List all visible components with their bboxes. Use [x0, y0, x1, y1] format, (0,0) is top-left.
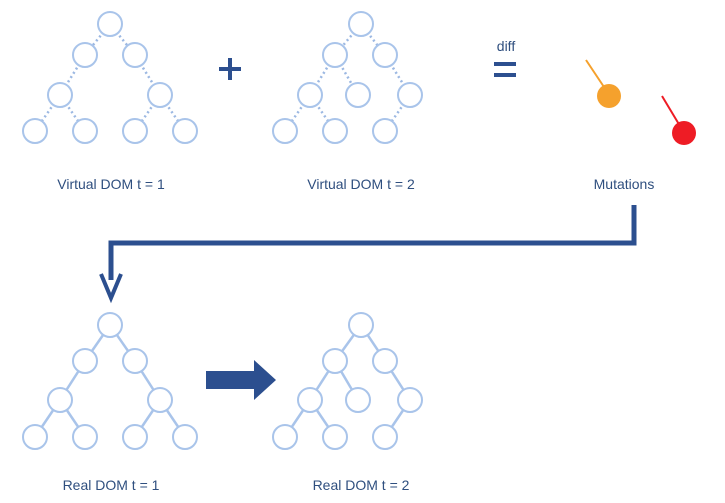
tree-node	[372, 118, 398, 144]
tree-node	[122, 424, 148, 450]
tree-nodes	[272, 312, 423, 450]
mutation-pin-red	[661, 95, 696, 145]
tree-node	[322, 348, 348, 374]
tree-edges	[283, 23, 412, 132]
tree-node	[72, 42, 98, 68]
tree-node	[97, 11, 123, 37]
tree-node	[322, 424, 348, 450]
tree-node	[345, 387, 371, 413]
tree-node	[397, 387, 423, 413]
tree-node	[372, 424, 398, 450]
plus-icon	[219, 58, 241, 80]
tree-node	[72, 424, 98, 450]
tree-node	[372, 348, 398, 374]
real-dom-t2-label: Real DOM t = 2	[312, 477, 410, 493]
tree-node	[122, 118, 148, 144]
real-dom-t2-tree	[272, 312, 423, 450]
tree-node	[348, 11, 374, 37]
tree-node	[72, 348, 98, 374]
tree-node	[72, 118, 98, 144]
tree-node	[147, 82, 173, 108]
mutation-pin-orange	[585, 59, 621, 108]
apply-mutations-arrow	[99, 205, 637, 304]
tree-node	[22, 424, 48, 450]
virtual-dom-t1-label: Virtual DOM t = 1	[57, 176, 165, 192]
tree-node	[272, 118, 298, 144]
diff-label: diff	[496, 38, 516, 54]
mutations-label: Mutations	[593, 176, 655, 192]
tree-node	[322, 118, 348, 144]
tree-nodes	[22, 11, 198, 144]
tree-node	[297, 82, 323, 108]
tree-node	[97, 312, 123, 338]
virtual-dom-t2-label: Virtual DOM t = 2	[307, 176, 415, 192]
real-dom-t1-label: Real DOM t = 1	[62, 477, 160, 493]
right-arrow-icon	[206, 360, 276, 400]
tree-node	[172, 118, 198, 144]
tree-node	[372, 42, 398, 68]
tree-node	[345, 82, 371, 108]
tree-node	[348, 312, 374, 338]
real-dom-t1-tree	[22, 312, 198, 450]
tree-nodes	[272, 11, 423, 144]
tree-node	[322, 42, 348, 68]
virtual-dom-t1-tree	[22, 11, 198, 144]
tree-node	[297, 387, 323, 413]
tree-node	[397, 82, 423, 108]
tree-node	[22, 118, 48, 144]
tree-node	[122, 348, 148, 374]
tree-edges	[283, 324, 412, 438]
tree-node	[47, 387, 73, 413]
tree-node	[122, 42, 148, 68]
tree-node	[172, 424, 198, 450]
tree-node	[147, 387, 173, 413]
tree-edges	[33, 324, 187, 438]
equals-icon	[494, 62, 516, 77]
tree-nodes	[22, 312, 198, 450]
tree-node	[272, 424, 298, 450]
tree-node	[47, 82, 73, 108]
virtual-dom-t2-tree	[272, 11, 423, 144]
tree-edges	[33, 23, 187, 132]
